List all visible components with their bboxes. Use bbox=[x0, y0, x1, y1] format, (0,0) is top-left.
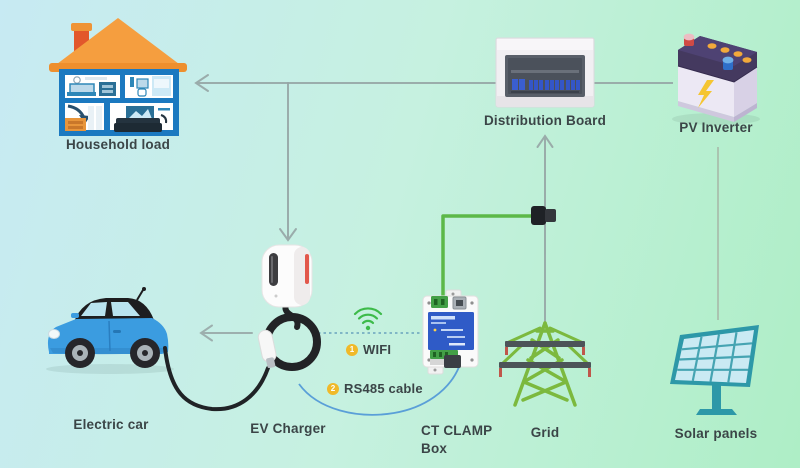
house-icon bbox=[49, 18, 187, 136]
arrow-junction-to-ev-charger bbox=[279, 82, 297, 242]
rs485-badge: 2 bbox=[327, 382, 339, 395]
car-icon bbox=[46, 287, 174, 374]
ct-clamp-on-grid-line bbox=[531, 206, 556, 225]
rs485-cable-curve bbox=[298, 366, 460, 416]
ct-clamp-box-label-line1: CT CLAMP bbox=[421, 423, 493, 438]
transmission-tower-icon bbox=[499, 321, 591, 407]
wifi-icon bbox=[353, 307, 383, 331]
arrow-distribution-to-household bbox=[194, 74, 497, 92]
rs485-annotation: 2 RS485 cable bbox=[327, 381, 423, 396]
arrow-grid-to-distribution bbox=[536, 134, 554, 322]
ev-charger-label: EV Charger bbox=[250, 421, 326, 436]
household-load-label: Household load bbox=[65, 137, 171, 152]
solar-panel-icon bbox=[670, 325, 759, 415]
rs485-label: RS485 cable bbox=[344, 381, 423, 396]
electric-car-label: Electric car bbox=[73, 417, 149, 432]
wifi-label: WIFI bbox=[363, 342, 392, 357]
ct-clamp-box-label-line2: Box bbox=[421, 441, 448, 456]
car-charging-cable bbox=[163, 346, 270, 412]
pv-inverter-label: PV Inverter bbox=[679, 120, 753, 135]
distribution-board-icon bbox=[495, 37, 595, 108]
ct-clamp-box-icon bbox=[422, 289, 479, 375]
wifi-badge: 1 bbox=[346, 343, 358, 356]
ev-charger-icon bbox=[257, 244, 321, 371]
grid-label: Grid bbox=[530, 425, 560, 440]
solar-panels-label: Solar panels bbox=[674, 426, 758, 441]
wifi-annotation: 1 WIFI bbox=[346, 342, 391, 357]
ct-green-cable bbox=[441, 214, 533, 296]
arrow-ev-charger-to-car bbox=[199, 324, 253, 342]
distribution-board-label: Distribution Board bbox=[483, 113, 607, 128]
battery-icon bbox=[672, 33, 760, 125]
